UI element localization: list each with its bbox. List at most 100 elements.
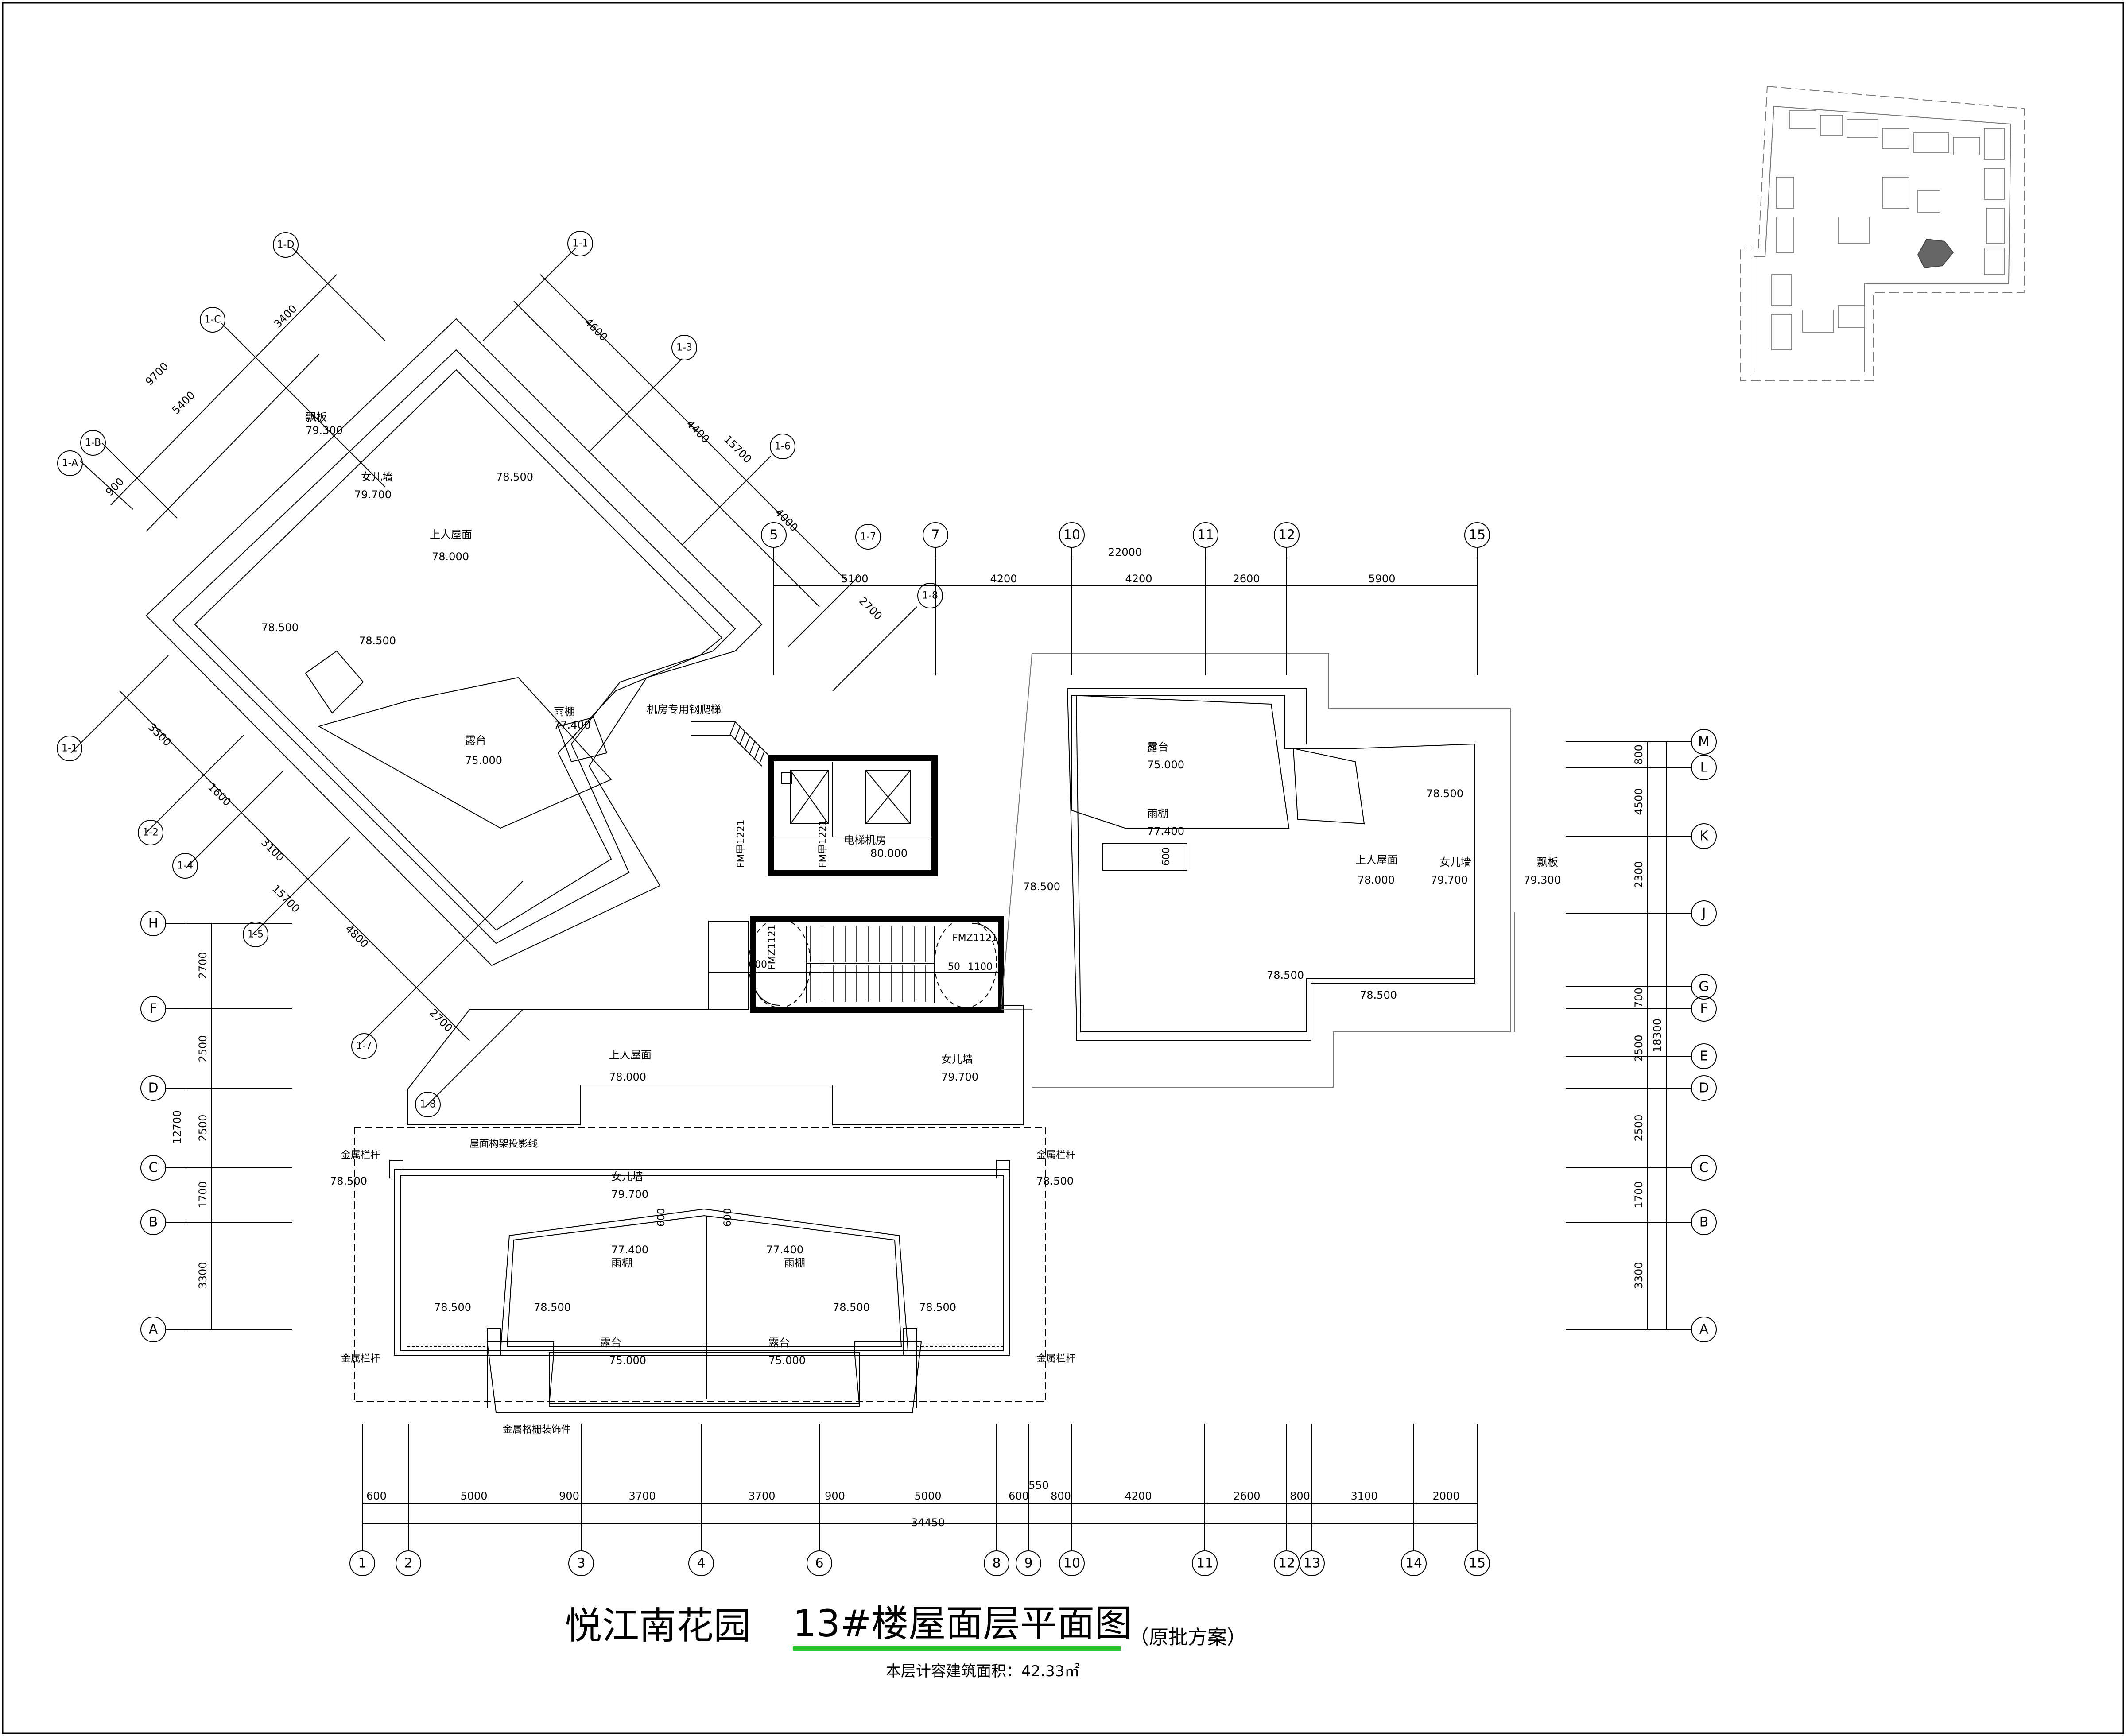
right-dim: 2300 — [1633, 861, 1645, 888]
label-terrace-a: 露台 — [465, 734, 486, 747]
left-axis-bubble-C — [140, 1155, 166, 1181]
elev-terrace-a: 75.000 — [465, 754, 502, 767]
right-axis-label-F: F — [1700, 1001, 1707, 1017]
label-parapet-d: 女儿墙 — [611, 1170, 643, 1183]
annotations: 飘板 79.300 女儿墙 79.700 78.500 上人屋面 78.000 … — [261, 411, 1561, 1435]
rotated-wing — [145, 318, 763, 966]
rot-b-gridline-1-8 — [832, 606, 917, 691]
elev-78500-j: 78.500 — [434, 1301, 471, 1314]
dim-600-b: 600 — [1161, 847, 1172, 866]
top-axis-label-11: 11 — [1197, 527, 1214, 543]
rot-b-axis-label-1-3: 1-3 — [676, 342, 692, 353]
bottom-dim: 800 — [1051, 1490, 1071, 1502]
label-terrace-b: 露台 — [1147, 741, 1168, 753]
bottom-dim: 5000 — [914, 1490, 941, 1502]
rot-a-gridline-1-A — [79, 460, 133, 510]
left-axis-label-H: H — [148, 916, 159, 931]
right-axis-bubble-D — [1691, 1075, 1717, 1101]
bottom-dim: 900 — [559, 1490, 579, 1502]
top-axis-bubble-7 — [923, 522, 948, 548]
elev-78500-m: 78.500 — [919, 1301, 956, 1314]
label-roof-a: 上人屋面 — [430, 528, 472, 541]
rot-c-dim: 2700 — [427, 1007, 455, 1035]
rot-a-axis-label-1-C: 1-C — [204, 314, 221, 326]
elev-roof-b: 78.000 — [1358, 874, 1395, 886]
dim-600-d: 600 — [722, 1208, 733, 1227]
elevator-machine-room — [768, 755, 938, 876]
dim-600-c: 600 — [656, 1208, 667, 1227]
label-canopy-c: 雨棚 — [611, 1257, 632, 1269]
left-dim: 2500 — [197, 1114, 209, 1141]
rot-b-axis-bubble-1-7 — [855, 524, 881, 550]
title-project: 悦江南花园 — [565, 1604, 751, 1647]
rot-a-axis-bubble-1-D — [273, 232, 299, 258]
bottom-dim: 4200 — [1125, 1490, 1152, 1502]
rot-c-gridline-1-8 — [425, 1009, 523, 1108]
top-axis-bubble-11 — [1193, 522, 1218, 548]
bottom-axis-label-8: 8 — [992, 1556, 1001, 1571]
top-dim: 4200 — [1125, 573, 1152, 585]
bottom-axis-bubble-10 — [1059, 1550, 1085, 1576]
label-railing-b: 金属栏杆 — [1036, 1150, 1075, 1161]
bottom-axis-bubble-2 — [396, 1550, 421, 1576]
elev-78500-e: 78.500 — [1426, 787, 1463, 800]
label-parapet-c: 女儿墙 — [941, 1053, 973, 1066]
rot-c-axis-label-1-4: 1-4 — [177, 860, 193, 872]
bottom-axis-bubble-4 — [688, 1550, 714, 1576]
elev-parapet-c: 79.700 — [941, 1071, 978, 1083]
rot-a-gridline-1-B — [101, 442, 178, 519]
right-axis-label-M: M — [1698, 734, 1710, 750]
right-axis-label-C: C — [1699, 1160, 1709, 1176]
rot-c-dim: 3100 — [259, 836, 287, 864]
right-axis-bubble-E — [1691, 1043, 1717, 1069]
bottom-axis-bubble-14 — [1401, 1550, 1427, 1576]
right-axis-label-D: D — [1699, 1081, 1709, 1096]
elev-78500-c: 78.500 — [359, 635, 396, 647]
top-axis-label-5: 5 — [769, 527, 778, 543]
title-drawing: 13#楼屋面层平面图 — [793, 1602, 1132, 1645]
left-axis-label-A: A — [149, 1322, 158, 1337]
bottom-dim: 3100 — [1350, 1490, 1377, 1502]
bottom-axis-label-9: 9 — [1024, 1556, 1032, 1571]
rot-c-axis-bubble-1-8 — [415, 1092, 441, 1117]
dim-core-1100: 1100 — [968, 961, 993, 973]
rot-a-axis-label-1-B: 1-B — [85, 438, 101, 449]
dim-core-600: 600 — [749, 959, 767, 970]
right-axis-label-J: J — [1701, 906, 1706, 921]
bottom-axis-bubble-1 — [349, 1550, 375, 1576]
site-key-plan — [1740, 85, 2025, 381]
bottom-axis-label-14: 14 — [1405, 1556, 1422, 1571]
elev-78500-l: 78.500 — [833, 1301, 870, 1314]
left-axis-bubble-H — [140, 911, 166, 936]
bottom-dim: 600 — [366, 1490, 387, 1502]
elev-78500-i: 78.500 — [1036, 1175, 1074, 1187]
rot-c-axis-label-1-5: 1-5 — [248, 929, 264, 940]
label-machine-room: 电梯机房 — [844, 834, 886, 846]
rot-a-gridline-1-C — [221, 323, 386, 488]
bottom-dim: 3700 — [748, 1490, 775, 1502]
bottom-total-dim: 34450 — [911, 1516, 945, 1529]
rot-a-axis-bubble-1-B — [80, 430, 106, 456]
right-axis-bubble-K — [1691, 823, 1717, 849]
right-dim: 800 — [1633, 744, 1645, 765]
left-axis-label-D: D — [148, 1081, 158, 1096]
rot-b-axis-label-1-1: 1-1 — [572, 238, 588, 249]
bottom-axis-label-6: 6 — [815, 1556, 823, 1571]
dim-core-50: 50 — [948, 961, 960, 973]
rot-a-axis-label-1-A: 1-A — [62, 458, 78, 469]
elev-78500-a: 78.500 — [496, 471, 533, 483]
rot-b-gridline-1-1 — [482, 248, 576, 341]
left-axis-bubble-B — [140, 1209, 166, 1235]
rot-c-gridline-1-5 — [252, 837, 350, 935]
right-axis-bubble-G — [1691, 974, 1717, 1000]
top-dim: 2600 — [1233, 573, 1260, 585]
top-axis-bubble-12 — [1274, 522, 1300, 548]
right-axis-label-A: A — [1699, 1322, 1709, 1337]
rot-c-axis-bubble-1-2 — [138, 820, 163, 845]
label-railing-c: 金属栏杆 — [341, 1353, 380, 1364]
axis-grid-right: MLKJGFEDCBA80045002300700250025001700330… — [1566, 729, 1717, 1342]
elev-canopy-d: 77.400 — [766, 1244, 803, 1256]
rot-b-axis-bubble-1-3 — [671, 335, 697, 360]
